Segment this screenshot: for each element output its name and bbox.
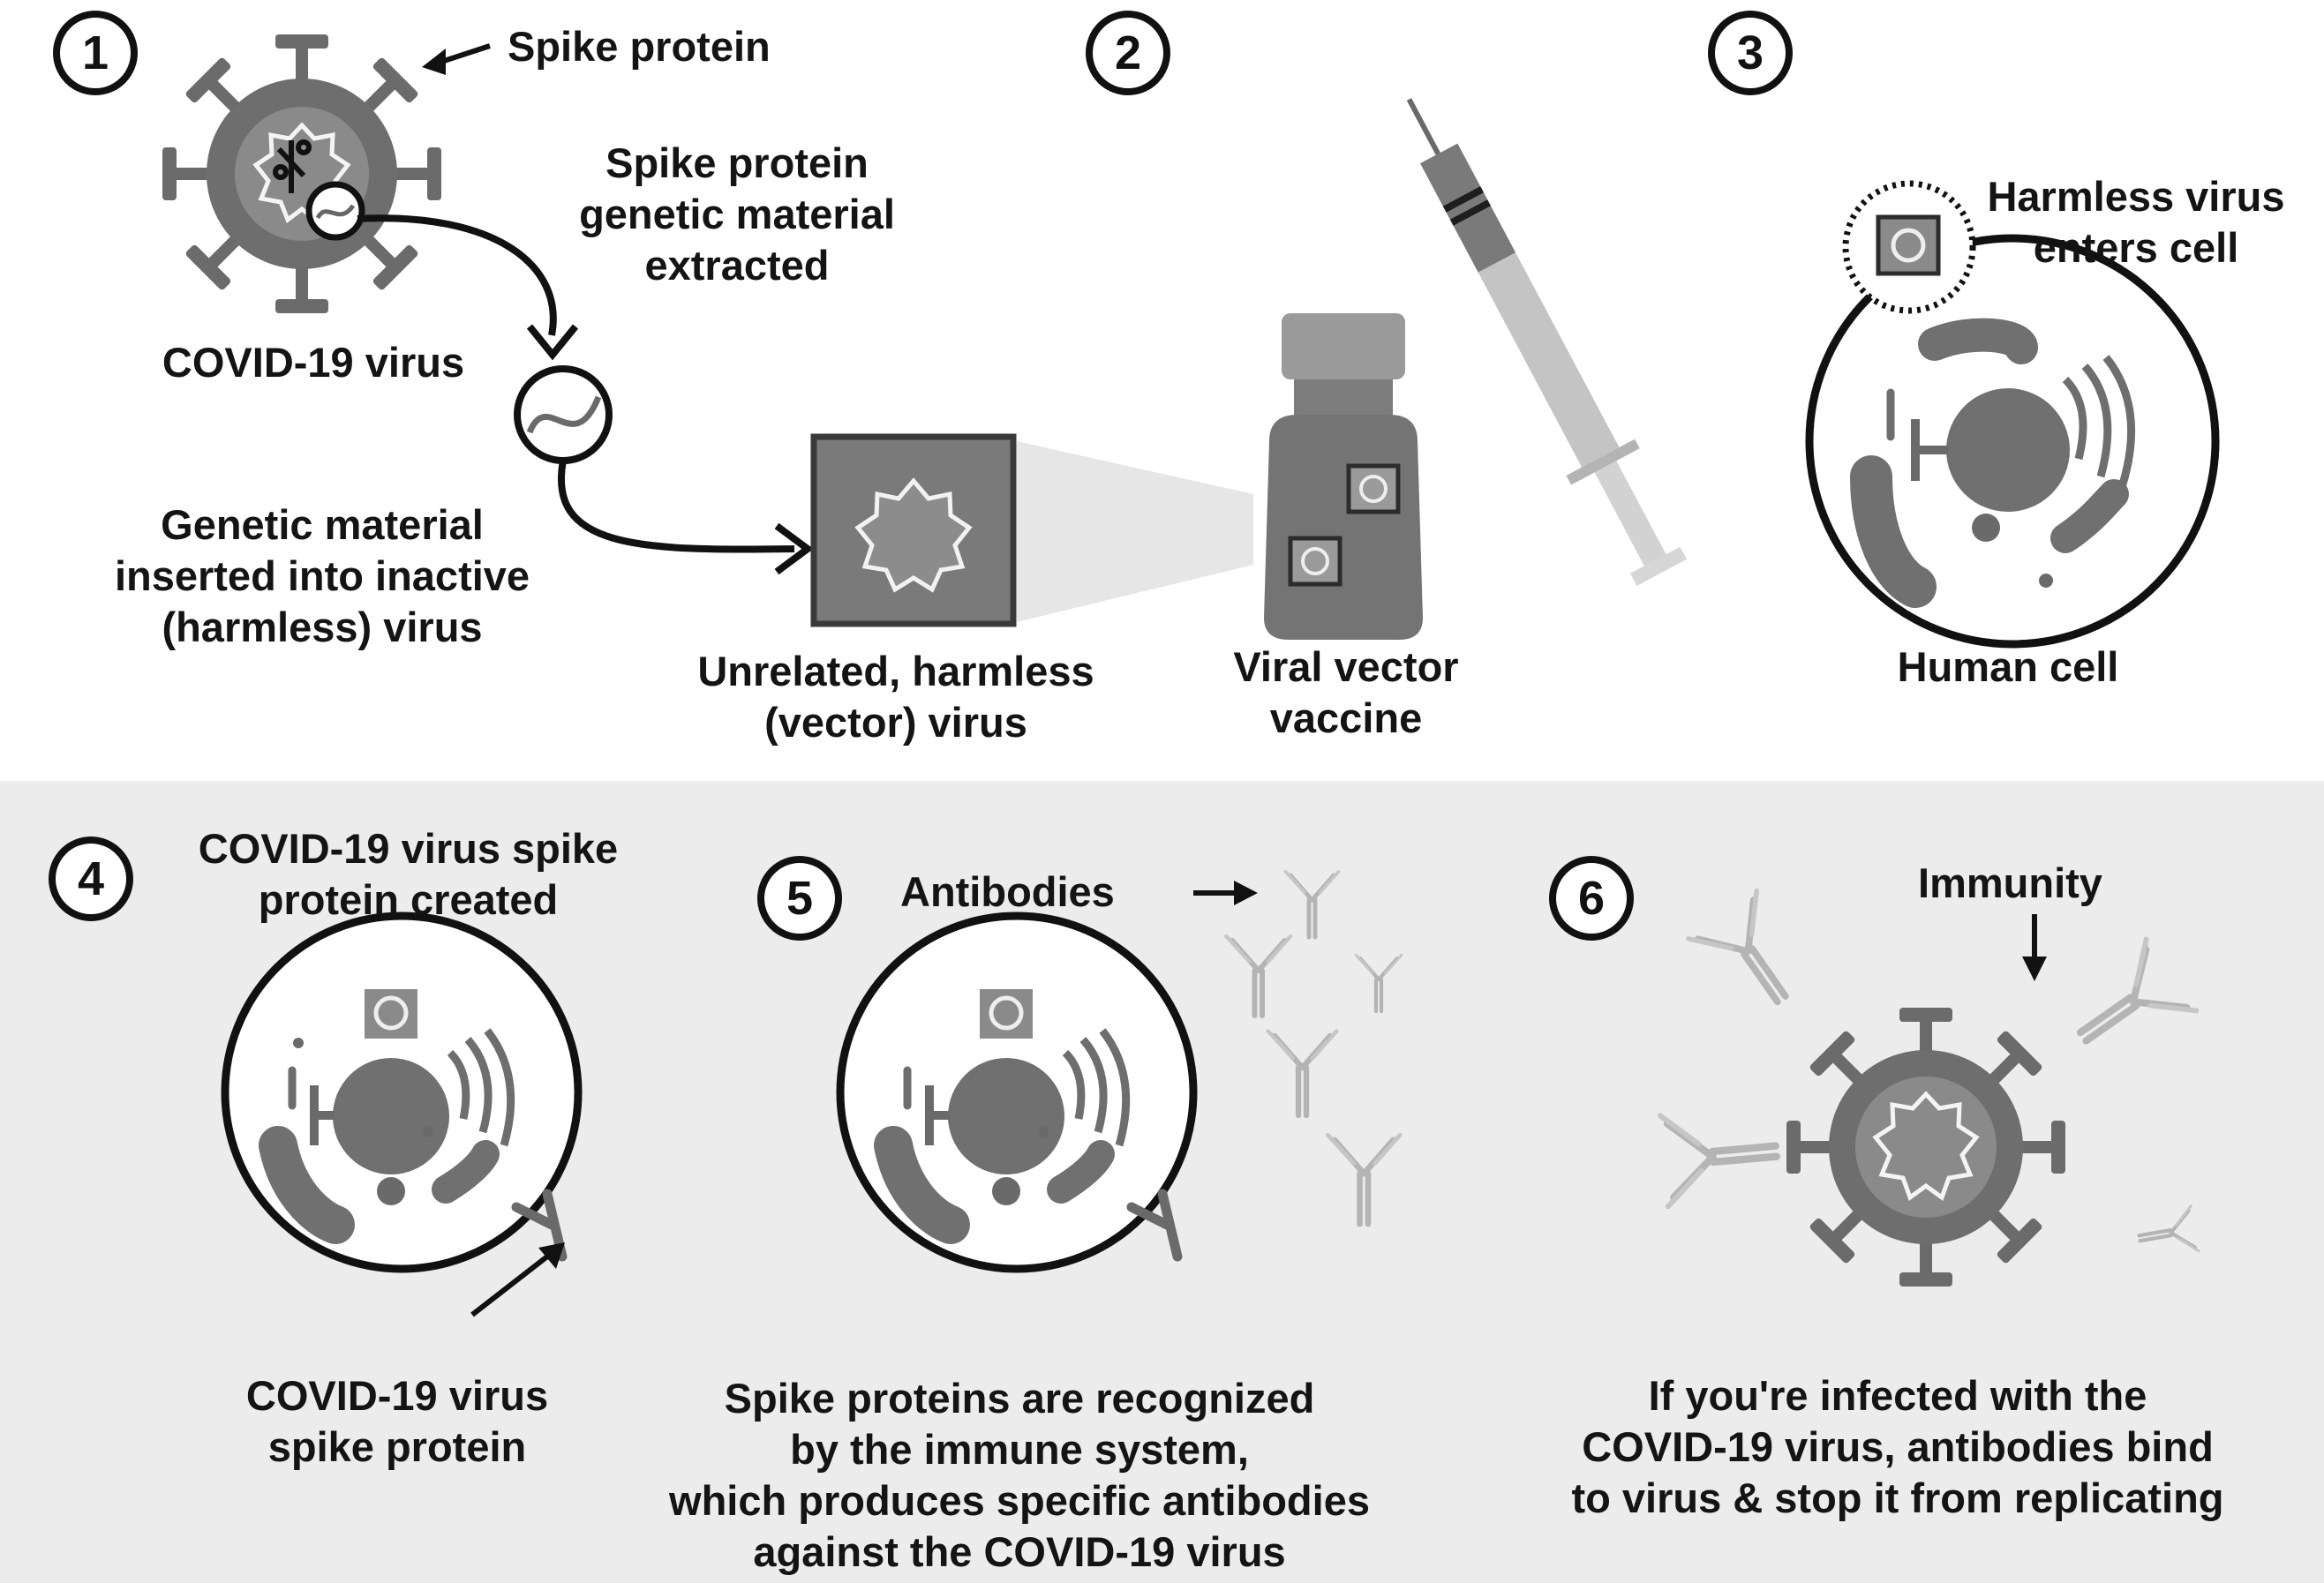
label-vector-virus: Unrelated, harmless (vector) virus bbox=[649, 646, 1143, 748]
label-infected: If you're infected with the COVID-19 vir… bbox=[1483, 1370, 2313, 1524]
label-immunity: Immunity bbox=[1918, 859, 2102, 906]
step-number-3: 3 bbox=[1708, 11, 1793, 95]
label-line: Viral vector bbox=[1233, 643, 1459, 690]
antibodies-cluster-icon bbox=[1226, 872, 1402, 1224]
label-viral-vector-vaccine: Viral vector vaccine bbox=[1183, 641, 1509, 744]
step-number-5: 5 bbox=[757, 856, 842, 941]
label-line: (vector) virus bbox=[764, 699, 1027, 746]
insertion-arrow bbox=[558, 460, 795, 553]
label-line: Spike protein bbox=[605, 139, 869, 186]
label-line: which produces specific antibodies bbox=[669, 1477, 1370, 1524]
scissors-icon bbox=[273, 139, 312, 193]
label-line: COVID-19 virus bbox=[245, 1372, 549, 1419]
step-number-6: 6 bbox=[1549, 856, 1634, 941]
step-number-1: 1 bbox=[53, 11, 138, 95]
label-antibodies: Antibodies bbox=[900, 868, 1115, 915]
label-line: Harmless virus bbox=[1987, 173, 2285, 220]
step-number-4: 4 bbox=[49, 837, 133, 921]
spike-protein-pointer-arrow bbox=[470, 1242, 565, 1317]
vaccine-vial-icon bbox=[1264, 313, 1423, 640]
label-line: Unrelated, harmless bbox=[697, 648, 1094, 694]
extraction-arrowhead bbox=[526, 324, 579, 361]
cell-with-spike-icon bbox=[221, 912, 583, 1273]
neutralized-virus-icon bbox=[1786, 1008, 2065, 1287]
label-genetic-inserted: Genetic material inserted into inactive … bbox=[53, 499, 591, 653]
label-line: COVID-19 virus spike bbox=[198, 825, 619, 872]
label-covid-spike-protein: COVID-19 virus spike protein bbox=[177, 1370, 618, 1473]
zoom-projection bbox=[1017, 441, 1253, 622]
label-line: If you're infected with the bbox=[1648, 1372, 2147, 1419]
label-spike-protein: Spike protein bbox=[508, 23, 771, 70]
genetic-material-icon bbox=[514, 365, 613, 464]
syringe-icon bbox=[1406, 98, 1688, 586]
immunity-pointer-arrow bbox=[2022, 914, 2047, 981]
label-line: Genetic material bbox=[161, 501, 484, 548]
label-covid-virus: COVID-19 virus bbox=[162, 339, 465, 386]
label-line: by the immune system, bbox=[790, 1426, 1249, 1473]
label-line: to virus & stop it from replicating bbox=[1571, 1474, 2224, 1521]
label-line: genetic material bbox=[579, 191, 895, 237]
label-line: (harmless) virus bbox=[162, 604, 483, 650]
human-cell-icon bbox=[1805, 180, 2220, 649]
insertion-arrowhead bbox=[774, 522, 814, 575]
label-line: extracted bbox=[644, 242, 830, 289]
label-spike-created: COVID-19 virus spike protein created bbox=[150, 823, 666, 926]
covid-virus-icon bbox=[162, 34, 441, 313]
extraction-arrow bbox=[357, 214, 557, 336]
label-line: Spike proteins are recognized bbox=[724, 1375, 1315, 1422]
label-line: enters cell bbox=[2033, 224, 2239, 271]
cell-immune-response-icon bbox=[836, 912, 1198, 1273]
label-line: inserted into inactive bbox=[114, 552, 530, 599]
label-human-cell: Human cell bbox=[1897, 643, 2119, 690]
label-line: COVID-19 virus, antibodies bind bbox=[1582, 1423, 2214, 1470]
spike-pointer-arrow bbox=[422, 43, 491, 75]
label-line: protein created bbox=[258, 876, 559, 923]
label-line: vaccine bbox=[1269, 694, 1423, 741]
label-line: spike protein bbox=[267, 1423, 527, 1470]
antibodies-pointer-arrow bbox=[1193, 881, 1258, 905]
label-line: against the COVID-19 virus bbox=[753, 1528, 1286, 1575]
label-recognized: Spike proteins are recognized by the imm… bbox=[565, 1373, 1474, 1578]
vector-virus-icon bbox=[810, 433, 1017, 627]
step-number-2: 2 bbox=[1086, 11, 1170, 95]
label-genetic-extracted: Spike protein genetic material extracted bbox=[530, 138, 944, 291]
label-harmless-enters: Harmless virus enters cell bbox=[1955, 171, 2317, 274]
